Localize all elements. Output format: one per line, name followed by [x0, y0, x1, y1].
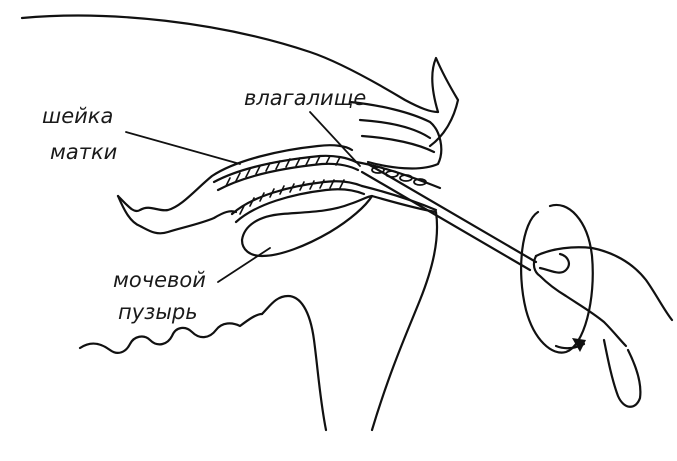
- rectum-band-2: [362, 136, 434, 152]
- cervix-leader-line: [126, 132, 240, 164]
- bladder-label-line2: пузырь: [118, 300, 198, 324]
- vagina-label: влагалище: [244, 86, 366, 110]
- insemination-pipette: [368, 164, 536, 262]
- cervix-label-line2: матки: [50, 140, 117, 164]
- bladder-label-line1: мочевой: [113, 268, 206, 292]
- bladder-leader-line: [218, 248, 270, 282]
- hand-outline: [536, 247, 672, 320]
- leg-outline: [262, 296, 326, 430]
- pelvis-outline: [372, 196, 437, 430]
- insemination-pipette-2: [362, 172, 530, 270]
- rectum-band-1: [360, 120, 430, 138]
- hand-thumb: [540, 254, 569, 273]
- uterus-upper-wall: [118, 145, 352, 211]
- vagina-leader-line: [310, 112, 360, 166]
- tail-root: [430, 58, 458, 146]
- back-outline: [22, 16, 438, 112]
- hand-lower-finger: [604, 340, 640, 407]
- bladder-outline: [242, 196, 372, 256]
- cervix-fold-upper-inner: [218, 164, 358, 190]
- uterus-left-edge: [118, 196, 236, 233]
- cervix-label-line1: шейка: [42, 104, 113, 128]
- cervix-fold-lower: [232, 181, 362, 214]
- hand-cuff-ellipse: [521, 205, 593, 353]
